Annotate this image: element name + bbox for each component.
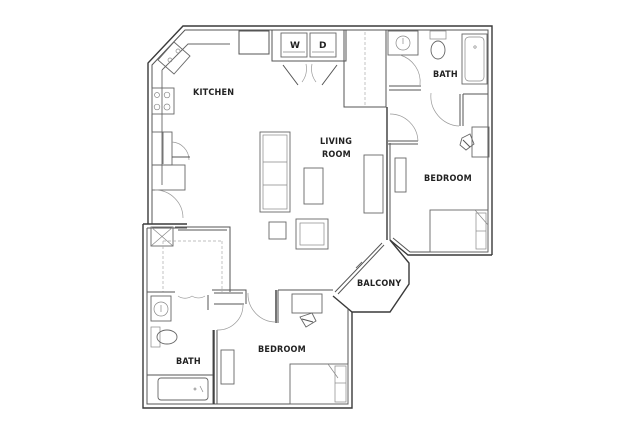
- desk-chair-icon-bottom: [299, 312, 317, 328]
- side-table: [268, 221, 287, 240]
- bedroom-bottom-door-swing[interactable]: [247, 292, 277, 323]
- room-label-bath-bottom: BATH: [176, 357, 201, 367]
- room-label-bath-top: BATH: [433, 70, 458, 80]
- washer-icon: [280, 32, 308, 58]
- sink-icon-bottom: [150, 295, 172, 322]
- room-label-bedroom-right: BEDROOM: [424, 174, 472, 184]
- washer-label: W: [290, 41, 300, 51]
- bedroom-bottom: BEDROOM: [212, 289, 349, 405]
- balcony: BALCONY: [334, 242, 401, 295]
- living-room: LIVING ROOM: [259, 131, 384, 250]
- laundry-door-left[interactable]: [282, 64, 299, 86]
- entry-door-swing[interactable]: [154, 189, 184, 219]
- dresser-right: [394, 157, 407, 193]
- room-label-balcony: BALCONY: [357, 279, 401, 289]
- bath-door-swing-2[interactable]: [430, 92, 460, 127]
- coffee-table: [303, 167, 324, 205]
- bathtub-icon: [461, 33, 488, 85]
- pantry-door-swing[interactable]: [171, 141, 190, 161]
- armchair-icon: [295, 218, 329, 250]
- room-label-living-line2: ROOM: [322, 150, 351, 160]
- dresser-bottom: [220, 349, 235, 385]
- laundry-closet: W D: [271, 29, 347, 86]
- room-label-living-line1: LIVING: [320, 137, 352, 147]
- room-label-bedroom-bottom: BEDROOM: [258, 345, 306, 355]
- bedroom-right-door-swing[interactable]: [389, 113, 419, 142]
- stove-icon: [151, 87, 175, 115]
- bedroom-right: BEDROOM: [386, 107, 490, 253]
- desk-right: [471, 126, 490, 158]
- kitchen-sink-icon: [157, 41, 191, 75]
- desk-chair-icon-right: [459, 133, 475, 151]
- dryer-label: D: [319, 41, 326, 51]
- water-heater-icon: [150, 226, 174, 247]
- bath-bottom-door-swing[interactable]: [216, 304, 244, 331]
- toilet-icon: [429, 30, 447, 60]
- bath-top: BATH: [387, 30, 488, 127]
- kitchen: KITCHEN: [151, 30, 270, 219]
- desk-bottom: [291, 293, 323, 314]
- bath-bottom: BATH: [147, 226, 231, 404]
- bathtub-icon-bottom: [157, 377, 209, 401]
- tv-console: [363, 154, 384, 214]
- toilet-icon-bottom: [150, 326, 178, 348]
- refrigerator-icon: [238, 30, 270, 55]
- closet-top: [343, 29, 387, 108]
- dryer-icon: [309, 32, 337, 58]
- bed-right: [429, 209, 489, 253]
- bath-door-swing[interactable]: [399, 54, 421, 86]
- sink-icon: [387, 30, 419, 56]
- outer-walls: [142, 25, 493, 409]
- bed-bottom: [289, 363, 349, 405]
- room-label-kitchen: KITCHEN: [193, 88, 234, 98]
- sofa-icon: [259, 131, 291, 213]
- laundry-door-right[interactable]: [321, 64, 338, 86]
